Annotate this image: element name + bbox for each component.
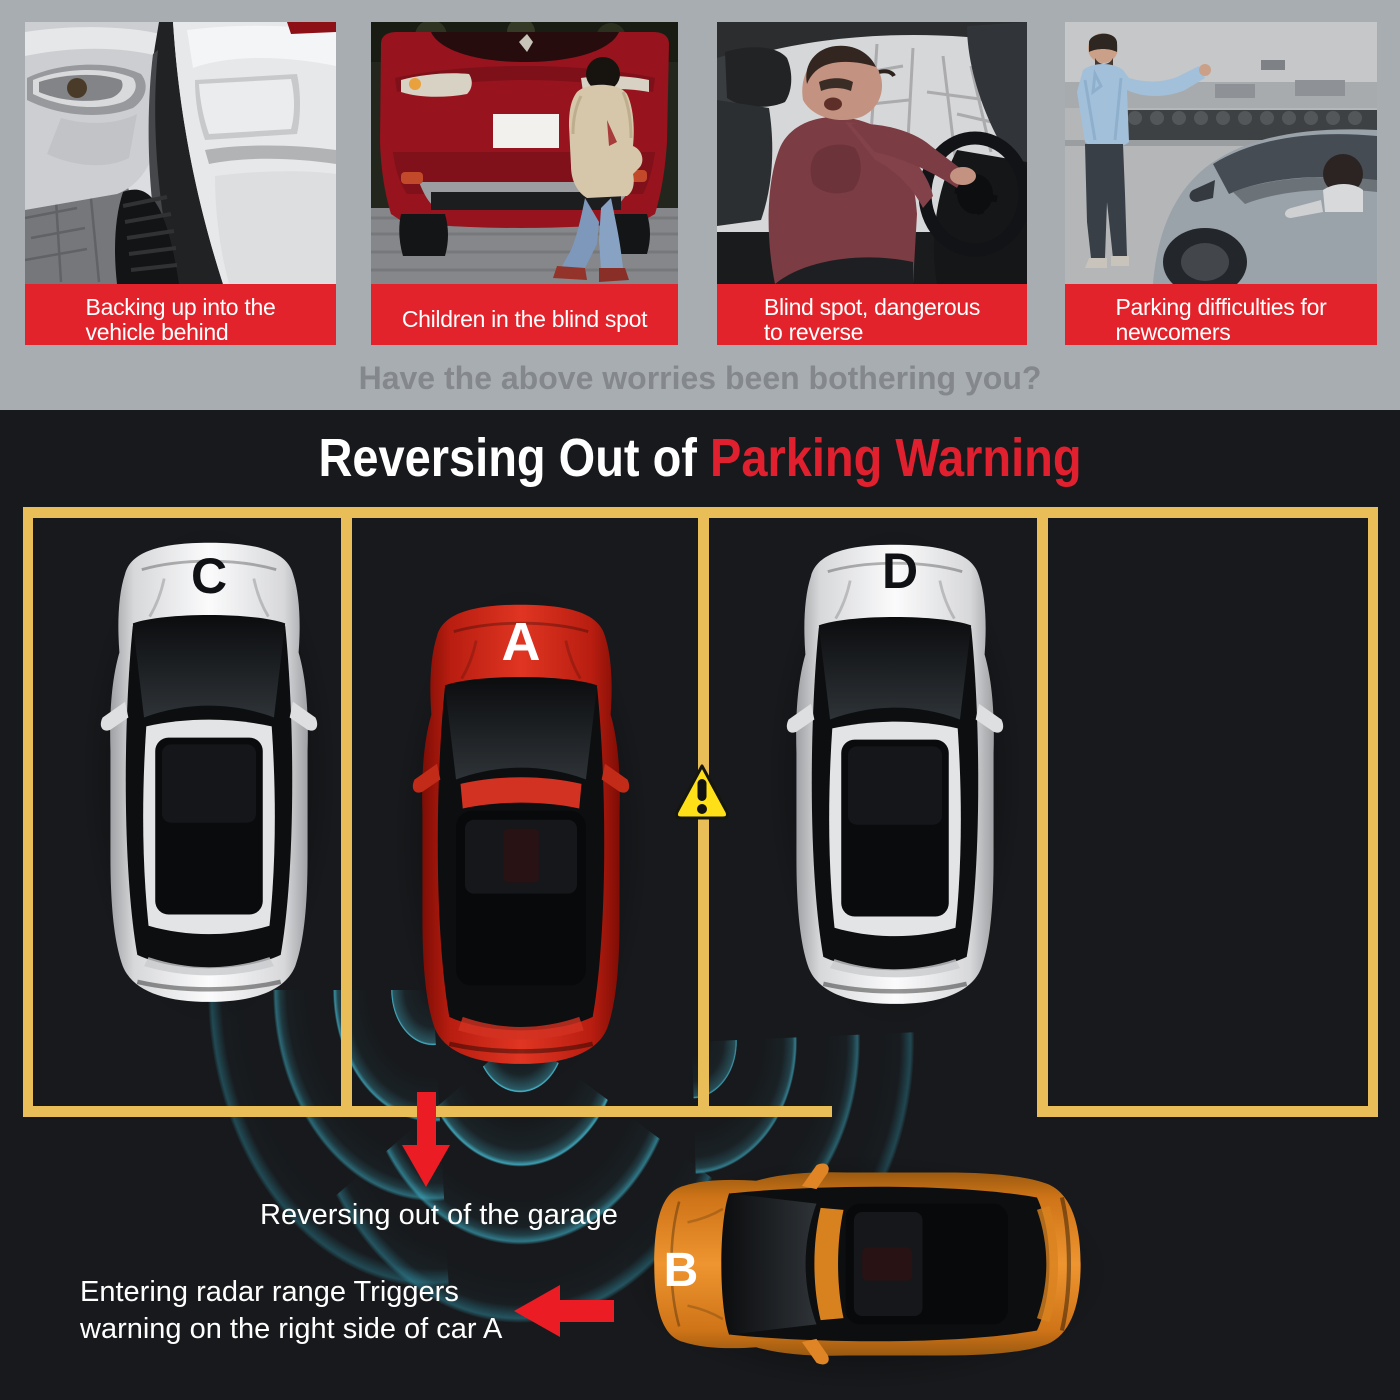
svg-text:Entering radar range Triggers: Entering radar range Triggers bbox=[80, 1276, 459, 1308]
svg-text:Reversing out of the garage: Reversing out of the garage bbox=[260, 1199, 618, 1231]
svg-text:warning on the right side of c: warning on the right side of car A bbox=[79, 1313, 503, 1345]
svg-text:C: C bbox=[191, 548, 227, 604]
svg-text:D: D bbox=[882, 543, 918, 599]
svg-text:B: B bbox=[664, 1244, 699, 1297]
svg-text:A: A bbox=[502, 612, 541, 672]
